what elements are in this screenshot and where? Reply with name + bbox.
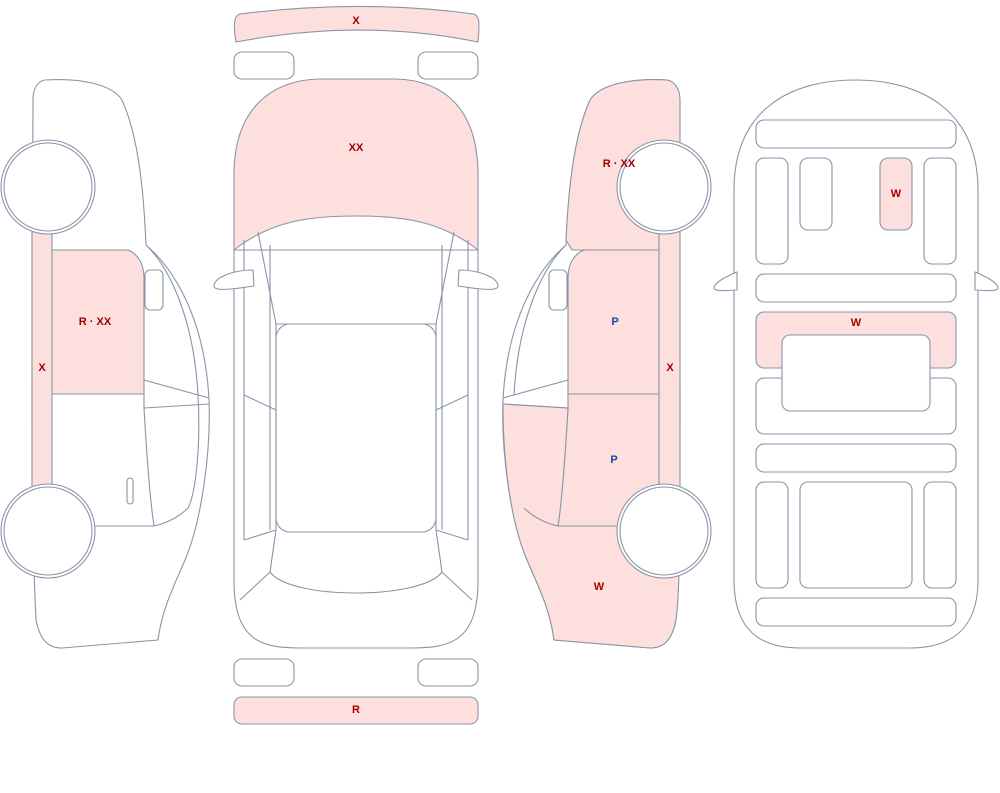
left-rear-wheel[interactable] xyxy=(3,486,93,576)
rear-corners xyxy=(239,571,473,601)
center-panel[interactable] xyxy=(781,334,931,412)
rear-seat[interactable] xyxy=(799,481,913,589)
left-front-door[interactable] xyxy=(51,249,145,395)
top-view: X XX R xyxy=(213,5,499,725)
interior-right-mirror[interactable] xyxy=(974,271,999,292)
interior-console-code: W xyxy=(891,188,902,200)
trunk-floor[interactable] xyxy=(755,597,957,627)
right-front-wheel[interactable] xyxy=(619,142,709,232)
left-front-door-trim[interactable] xyxy=(755,157,789,265)
rear-window xyxy=(269,529,443,594)
right-mirror-line xyxy=(502,379,569,409)
interior-console[interactable] xyxy=(879,157,913,231)
left-mirror[interactable] xyxy=(144,269,164,311)
right-rocker-code: X xyxy=(666,362,674,374)
front-floor-panel[interactable] xyxy=(755,273,957,303)
right-mirror[interactable] xyxy=(548,269,568,311)
left-rear-door-trim[interactable] xyxy=(755,481,789,589)
rear-bumper-code: R xyxy=(352,704,360,716)
right-rear-quarter-code: W xyxy=(594,581,605,593)
right-rear-door-trim[interactable] xyxy=(923,481,957,589)
right-front-door-trim[interactable] xyxy=(923,157,957,265)
front-bumper[interactable] xyxy=(233,5,480,43)
left-front-wheel[interactable] xyxy=(3,142,93,232)
interior-view: W W xyxy=(713,79,999,649)
right-window-line xyxy=(513,244,567,527)
right-side-mirror[interactable] xyxy=(457,269,499,290)
front-right-light[interactable] xyxy=(417,51,479,80)
right-front-door-code: P xyxy=(611,316,618,328)
left-side-mirror[interactable] xyxy=(213,269,255,290)
left-door-handle-icon[interactable] xyxy=(126,477,134,505)
interior-left-mirror[interactable] xyxy=(713,271,738,292)
left-mirror-line xyxy=(143,379,210,409)
left-front-door-code: R · XX xyxy=(79,316,112,328)
left-rocker-code: X xyxy=(38,362,46,374)
right-front-fender-code: R · XX xyxy=(603,158,636,170)
hood[interactable] xyxy=(233,78,479,252)
right-side-view: R · XX P P X W xyxy=(502,79,712,649)
left-rear-door-outline xyxy=(52,393,155,527)
rear-bumper[interactable] xyxy=(233,696,479,725)
rear-right-light[interactable] xyxy=(417,658,479,687)
driver-seat[interactable] xyxy=(799,157,833,231)
right-rocker-panel[interactable] xyxy=(658,231,681,489)
left-pillars xyxy=(243,240,277,541)
front-bumper-code: X xyxy=(352,15,360,27)
right-rear-quarter[interactable] xyxy=(502,403,681,649)
right-rear-wheel[interactable] xyxy=(619,486,709,576)
dashboard[interactable] xyxy=(755,119,957,149)
rear-left-light[interactable] xyxy=(233,658,295,687)
roof[interactable] xyxy=(275,323,437,533)
front-left-light[interactable] xyxy=(233,51,295,80)
interior-seat-panel-code: W xyxy=(851,317,862,329)
left-rocker-panel[interactable] xyxy=(31,231,53,489)
right-rear-door-code: P xyxy=(610,454,617,466)
rear-floor-panel[interactable] xyxy=(755,443,957,473)
hood-code: XX xyxy=(349,142,364,154)
left-side-view: X R · XX xyxy=(0,79,210,649)
left-window-line xyxy=(145,244,200,527)
right-pillars xyxy=(435,240,469,541)
